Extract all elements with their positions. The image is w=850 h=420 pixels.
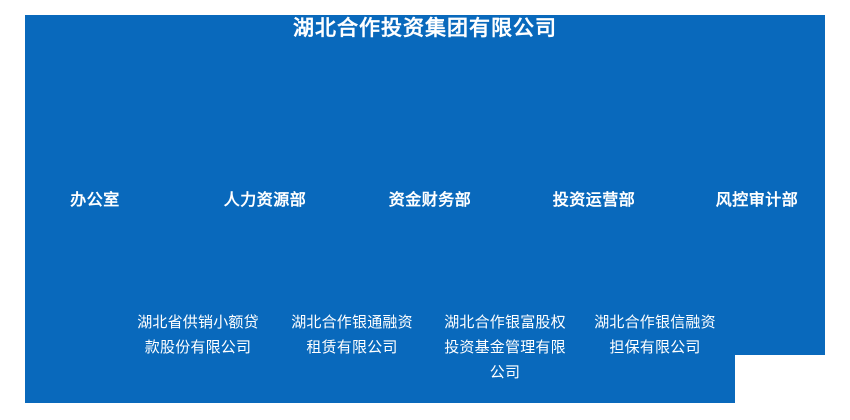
page-title: 湖北合作投资集团有限公司 — [293, 16, 557, 40]
department-node-investment-operations[interactable]: 投资运营部 — [552, 190, 636, 209]
subsidiary-node-financing-guarantee[interactable]: 湖北合作银信融资担保有限公司 — [594, 313, 716, 356]
department-node-office[interactable]: 办公室 — [70, 190, 120, 209]
subsidiary-node-leasing[interactable]: 湖北合作银通融资租赁有限公司 — [291, 313, 413, 356]
department-node-risk-control-audit[interactable]: 风控审计部 — [715, 190, 799, 209]
subsidiary-node-microcredit[interactable]: 湖北省供销小额贷款股份有限公司 — [137, 313, 259, 356]
department-node-human-resources[interactable]: 人力资源部 — [223, 190, 307, 209]
department-node-finance[interactable]: 资金财务部 — [388, 190, 472, 209]
department-row: 办公室 人力资源部 资金财务部 投资运营部 风控审计部 — [25, 186, 825, 216]
chart-background-panel — [25, 15, 825, 403]
subsidiary-node-equity-fund[interactable]: 湖北合作银富股权投资基金管理有限公司 — [444, 313, 566, 381]
subsidiary-row: 湖北省供销小额贷款股份有限公司 湖北合作银通融资租赁有限公司 湖北合作银富股权投… — [25, 310, 825, 400]
